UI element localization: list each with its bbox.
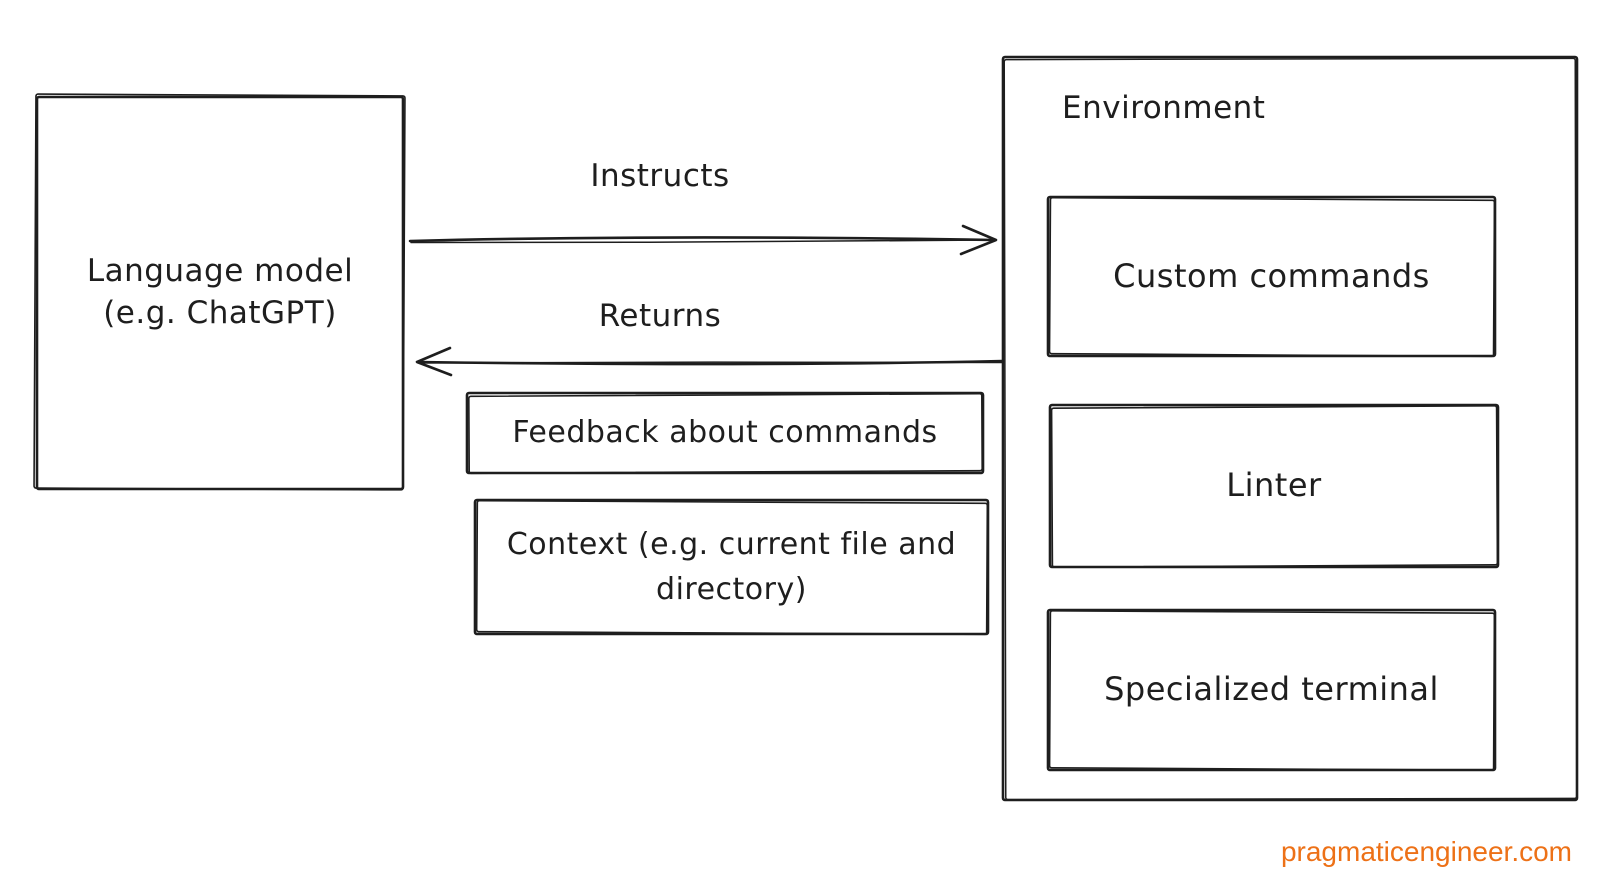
instructs-arrow — [408, 224, 998, 256]
watermark-text: pragmaticengineer.com — [1280, 836, 1572, 867]
returns-arrow — [415, 346, 1004, 377]
custom-commands-box — [1046, 195, 1497, 358]
instructs-arrow-label: Instructs — [590, 158, 730, 195]
linter-label: Linter — [1226, 466, 1322, 505]
language-model-label: Language model (e.g. ChatGPT) — [86, 253, 354, 331]
context-box — [473, 498, 990, 636]
specialized-terminal-box — [1046, 608, 1497, 772]
returns-arrow-label: Returns — [598, 298, 722, 335]
feedback-box-label: Feedback about commands — [512, 414, 938, 450]
context-box-label: Context (e.g. current file and directory… — [506, 527, 957, 607]
environment-title: Environment — [1062, 90, 1266, 127]
specialized-terminal-label: Specialized terminal — [1104, 670, 1439, 709]
feedback-box — [465, 391, 985, 475]
linter-box — [1048, 403, 1500, 569]
language-model-box — [33, 93, 406, 491]
environment-box — [1001, 55, 1579, 802]
custom-commands-label: Custom commands — [1113, 256, 1430, 295]
